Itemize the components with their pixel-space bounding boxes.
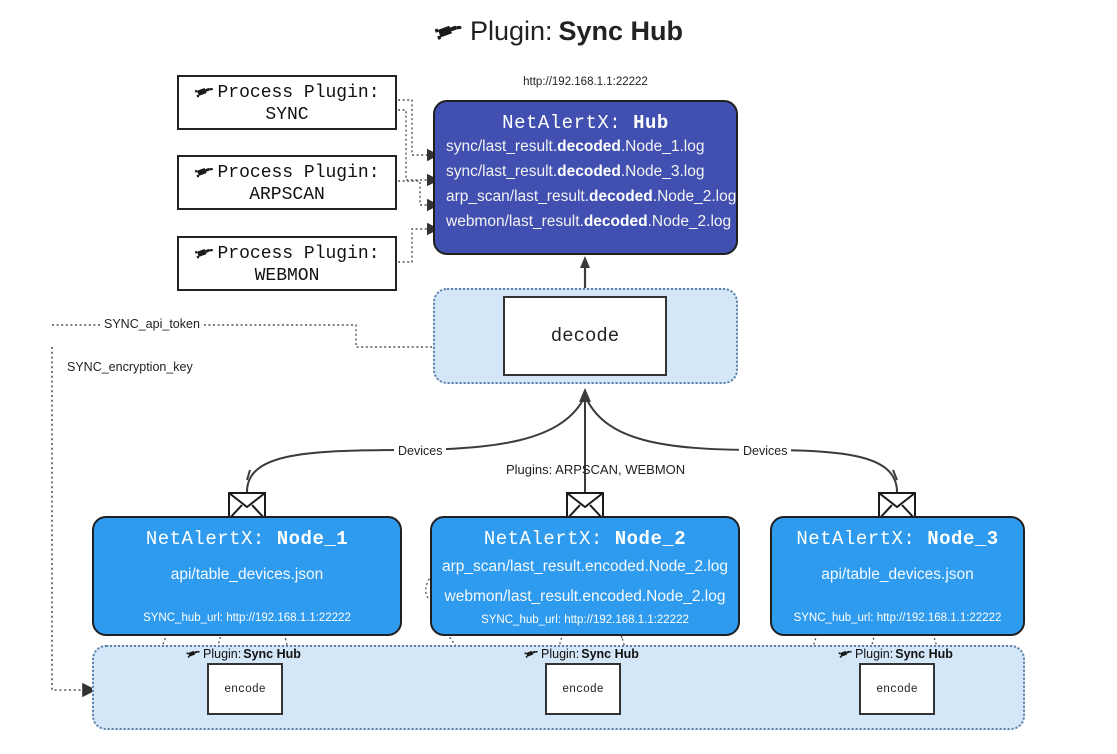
node-box-node-1[interactable]: NetAlertX: Node_1 api/table_devices.json… <box>92 516 402 636</box>
node-title: NetAlertX: Node_3 <box>796 528 999 550</box>
node-log-line: api/table_devices.json <box>170 566 324 583</box>
encoder-caption-name: Sync Hub <box>581 646 639 661</box>
hub-log-line: sync/last_result.decoded.Node_1.log <box>446 138 705 155</box>
devices-label-right: Devices <box>739 444 792 458</box>
node-box-node-2[interactable]: NetAlertX: Node_2 arp_scan/last_result.e… <box>430 516 740 636</box>
process-plugin-name: WEBMON <box>254 266 320 286</box>
plug-icon <box>194 241 215 266</box>
plug-icon <box>524 645 539 662</box>
hub-title: NetAlertX: Hub <box>435 112 736 134</box>
node-log-line: webmon/last_result.encoded.Node_2.log <box>444 588 726 605</box>
encode-label: encode <box>562 682 604 696</box>
plugins-label-center: Plugins: ARPSCAN, WEBMON <box>506 462 686 477</box>
encode-box-node-3[interactable]: encode <box>859 663 935 715</box>
encoder-caption-name: Sync Hub <box>243 646 301 661</box>
node-log-line: api/table_devices.json <box>821 566 974 583</box>
encoder-caption-prefix: Plugin: <box>541 646 580 661</box>
process-plugin-label: Process Plugin: <box>217 243 380 264</box>
decode-box[interactable]: decode <box>503 296 667 376</box>
plug-icon <box>194 160 215 185</box>
decode-label: decode <box>550 325 620 347</box>
hub-log-line: arp_scan/last_result.decoded.Node_2.log <box>446 188 737 205</box>
encode-box-node-1[interactable]: encode <box>207 663 283 715</box>
encoder-caption-prefix: Plugin: <box>855 646 894 661</box>
hub-log-line: sync/last_result.decoded.Node_3.log <box>446 163 705 180</box>
process-plugin-sync[interactable]: Process Plugin: SYNC <box>177 75 397 130</box>
process-plugin-label: Process Plugin: <box>217 82 380 103</box>
hub-url: http://192.168.1.1:22222 <box>523 76 648 88</box>
node-box-node-3[interactable]: NetAlertX: Node_3 api/table_devices.json… <box>770 516 1025 636</box>
process-plugin-label: Process Plugin: <box>217 162 380 183</box>
plug-icon <box>434 14 464 49</box>
page-title-name: Sync Hub <box>558 16 684 46</box>
envelope-icon <box>566 492 604 525</box>
encode-box-node-2[interactable]: encode <box>545 663 621 715</box>
sync-encryption-key-label: SYNC_encryption_key <box>63 360 197 374</box>
node-title: NetAlertX: Node_2 <box>483 528 687 550</box>
sync-api-token-label: SYNC_api_token <box>100 317 204 331</box>
devices-label-left: Devices <box>394 444 447 458</box>
encode-label: encode <box>224 682 266 696</box>
encoder-caption: Plugin: Sync Hub <box>838 645 953 662</box>
hub-title-name: Hub <box>633 112 669 134</box>
process-plugin-name: SYNC <box>265 105 309 125</box>
encoder-caption: Plugin: Sync Hub <box>186 645 301 662</box>
page-title-prefix: Plugin: <box>469 16 553 46</box>
plug-icon <box>838 645 853 662</box>
node-footer: SYNC_hub_url: http://192.168.1.1:22222 <box>143 612 351 624</box>
encoder-caption: Plugin: Sync Hub <box>524 645 639 662</box>
node-footer: SYNC_hub_url: http://192.168.1.1:22222 <box>793 612 1002 624</box>
process-plugin-arpscan[interactable]: Process Plugin: ARPSCAN <box>177 155 397 210</box>
plug-icon <box>186 645 201 662</box>
node-log-line: arp_scan/last_result.encoded.Node_2.log <box>441 558 729 575</box>
encoder-caption-prefix: Plugin: <box>203 646 242 661</box>
process-plugin-webmon[interactable]: Process Plugin: WEBMON <box>177 236 397 291</box>
encoder-caption-name: Sync Hub <box>895 646 953 661</box>
node-title: NetAlertX: Node_1 <box>145 528 349 550</box>
envelope-icon <box>228 492 266 525</box>
process-plugin-name: ARPSCAN <box>249 185 325 205</box>
hub-box[interactable]: NetAlertX: Hub sync/last_result.decoded.… <box>433 100 738 255</box>
plug-icon <box>194 80 215 105</box>
node-footer: SYNC_hub_url: http://192.168.1.1:22222 <box>481 614 689 626</box>
hub-title-prefix: NetAlertX: <box>502 112 622 134</box>
encode-label: encode <box>876 682 918 696</box>
hub-log-line: webmon/last_result.decoded.Node_2.log <box>446 213 732 230</box>
page-title: Plugin: Sync Hub <box>0 14 1117 49</box>
